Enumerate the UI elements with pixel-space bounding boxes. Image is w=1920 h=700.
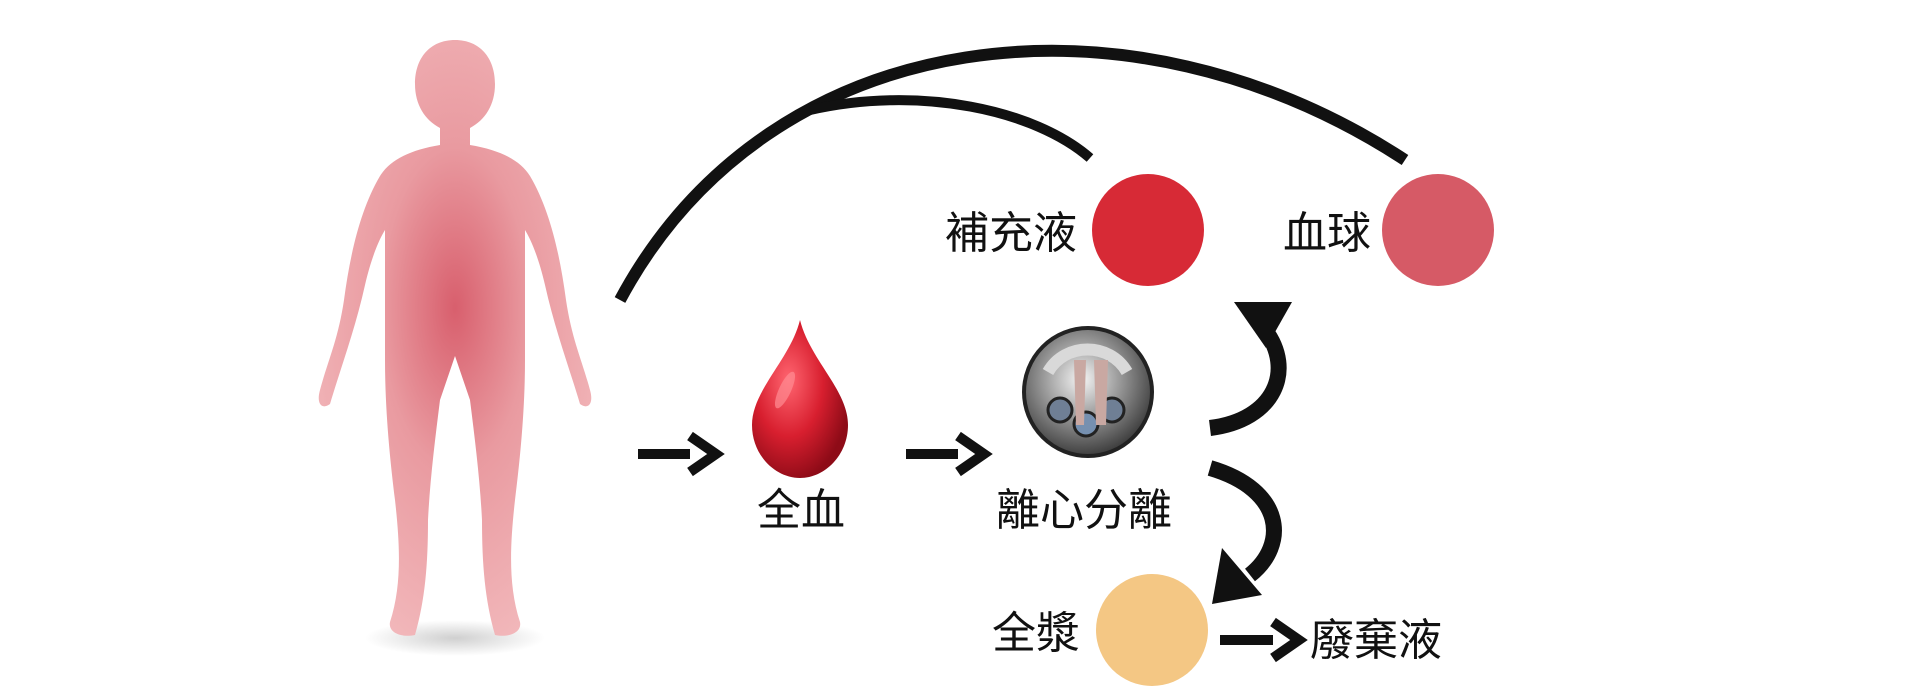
whole-blood-label: 全血 (757, 485, 845, 536)
arrow-to-waste (1220, 617, 1308, 663)
human-body-icon (318, 40, 592, 656)
plasma-node (1096, 574, 1208, 686)
blood-cells-label: 血球 (1283, 208, 1371, 259)
centrifuge-icon (1022, 326, 1154, 458)
return-arc-inner (808, 95, 1094, 162)
blood-drop-icon (752, 320, 848, 478)
arrow-to-centrifuge (906, 431, 993, 477)
blood-cells-node (1382, 174, 1494, 286)
plasma-label: 全漿 (992, 608, 1080, 659)
replacement-fluid-node (1092, 174, 1204, 286)
waste-label: 廢棄液 (1310, 615, 1442, 666)
arrow-to-whole-blood (638, 431, 725, 477)
replacement-fluid-label: 補充液 (945, 208, 1077, 259)
arrow-to-plasma (1207, 460, 1282, 604)
return-arc-outer (614, 44, 1409, 303)
arrow-to-blood-cells (1208, 302, 1292, 436)
centrifuge-label: 離心分離 (996, 485, 1172, 536)
